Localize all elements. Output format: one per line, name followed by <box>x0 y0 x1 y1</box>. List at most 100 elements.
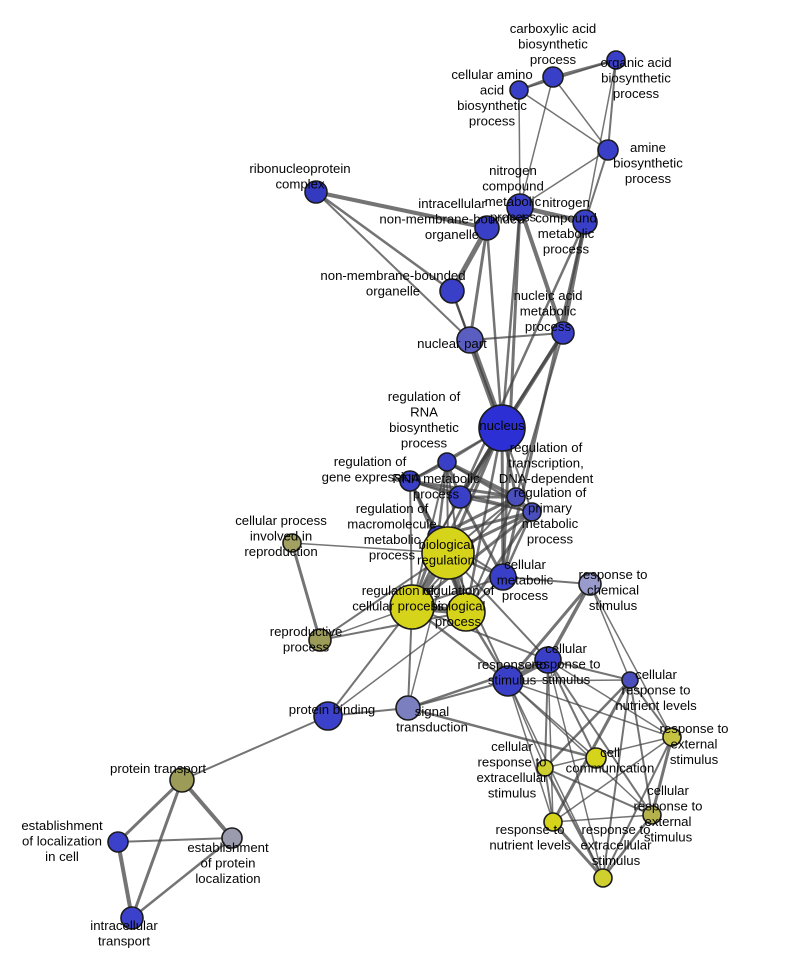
edge-protbind-regbio[interactable] <box>327 611 467 717</box>
edge-respext-respextra[interactable] <box>602 736 673 879</box>
node-regprim[interactable] <box>522 502 542 522</box>
edge-respstim-respext[interactable] <box>507 680 673 738</box>
node-estloc[interactable] <box>107 831 129 853</box>
edge-regrna-regmacro[interactable] <box>436 460 449 538</box>
edge-ribo-intranmbo[interactable] <box>314 190 489 230</box>
edge-regprim-regbio[interactable] <box>464 510 534 614</box>
edge-respchem-respext[interactable] <box>589 583 673 738</box>
node-cellrespextra[interactable] <box>536 759 554 777</box>
edge-respchem-cellrespnut[interactable] <box>589 583 631 681</box>
node-amine[interactable] <box>597 139 619 161</box>
edge-respstim-respnut[interactable] <box>507 680 554 823</box>
edge-cellrespnut-cellrespextra[interactable] <box>543 678 632 770</box>
edge-cellresp-respext[interactable] <box>547 659 673 738</box>
edge-signal-cellcomm[interactable] <box>406 706 598 760</box>
node-rnamet[interactable] <box>448 485 472 509</box>
node-bioreg[interactable] <box>421 526 475 580</box>
node-regrna[interactable] <box>437 452 457 472</box>
edge-prottrans-estloc[interactable] <box>116 778 184 844</box>
node-cellresp[interactable] <box>534 646 562 674</box>
edge-cellresp-respextra[interactable] <box>547 659 604 879</box>
edge-cellcomm-cellresp[interactable] <box>547 659 597 759</box>
node-cellrespext[interactable] <box>642 805 662 825</box>
edge-estloc-estprot[interactable] <box>117 837 233 843</box>
node-prottrans[interactable] <box>169 767 195 793</box>
node-carbox[interactable] <box>542 66 564 88</box>
node-nitro2[interactable] <box>572 209 598 235</box>
node-regbio[interactable] <box>446 592 486 632</box>
edge-nmbo-nucleus[interactable] <box>451 290 503 429</box>
node-respextra[interactable] <box>593 868 613 888</box>
node-nucleic[interactable] <box>551 321 575 345</box>
edge-cellrespnut-respext[interactable] <box>629 679 673 738</box>
edge-intranmbo-nucpart[interactable] <box>468 226 489 342</box>
edge-cellrespnut-cellrespext[interactable] <box>629 679 653 816</box>
edge-respext-cellrespext[interactable] <box>650 735 674 817</box>
edge-amine-nitro1[interactable] <box>519 149 609 208</box>
node-respstim[interactable] <box>492 665 524 697</box>
edge-amino-amine[interactable] <box>518 89 609 151</box>
node-regcell[interactable] <box>389 584 435 630</box>
node-intranmbo[interactable] <box>474 215 500 241</box>
edge-cellresp-regcell[interactable] <box>411 606 549 661</box>
node-respext[interactable] <box>662 727 682 747</box>
edge-carbox-amine[interactable] <box>552 76 609 151</box>
edge-cellresp-cellrespextra[interactable] <box>544 659 549 769</box>
node-nucpart[interactable] <box>456 326 484 354</box>
edge-respstim-respchem[interactable] <box>506 582 592 683</box>
edge-organic-amine[interactable] <box>607 59 617 151</box>
edge-repro-regbio[interactable] <box>319 611 467 641</box>
edge-nitro2-rnamet[interactable] <box>458 220 587 499</box>
edge-ribo-nmbo[interactable] <box>314 190 454 293</box>
edge-carbox-nitro1[interactable] <box>519 76 554 208</box>
edge-respstim-cellrespnut[interactable] <box>507 679 631 682</box>
edge-cellrespextra-respextra[interactable] <box>543 766 605 880</box>
node-cellmet[interactable] <box>489 563 517 591</box>
edge-respext-cellrespextra[interactable] <box>544 736 673 769</box>
node-reggene[interactable] <box>399 470 421 492</box>
edge-respstim-cellrespext[interactable] <box>507 680 653 816</box>
node-protbind[interactable] <box>313 701 343 731</box>
node-cellrespnut[interactable] <box>621 671 639 689</box>
edge-protbind-prottrans[interactable] <box>181 715 329 781</box>
edge-respnut-cellrespext[interactable] <box>552 814 653 823</box>
edge-organic-amino[interactable] <box>518 59 617 91</box>
edge-respextra-cellrespext[interactable] <box>601 813 654 880</box>
edge-cellrespextra-cellrespext[interactable] <box>544 767 653 816</box>
node-estprot[interactable] <box>221 827 243 849</box>
edge-cellrepro-repro[interactable] <box>290 541 322 642</box>
node-repro[interactable] <box>308 628 332 652</box>
edge-amino-nitro1[interactable] <box>518 89 521 208</box>
edge-nitro1-nucleic[interactable] <box>518 205 565 335</box>
edge-respext-respnut[interactable] <box>552 736 673 823</box>
edge-nucleus-regcell[interactable] <box>410 426 504 609</box>
edge-cellresp-respchem[interactable] <box>546 582 592 662</box>
node-nucleus[interactable] <box>478 404 526 452</box>
node-organic[interactable] <box>606 50 626 70</box>
edge-nucleic-nucpart[interactable] <box>469 332 564 341</box>
edge-ribo-nucpart[interactable] <box>315 191 471 341</box>
node-nmbo[interactable] <box>439 278 465 304</box>
node-cellcomm[interactable] <box>585 747 607 769</box>
edge-cellresp-cellrespnut[interactable] <box>547 659 631 681</box>
node-regtrans[interactable] <box>506 487 526 507</box>
node-signal[interactable] <box>395 695 421 721</box>
node-amino[interactable] <box>509 80 529 100</box>
edge-intranmbo-nucleus[interactable] <box>485 226 504 430</box>
edge-protbind-regcell[interactable] <box>327 606 413 717</box>
edge-nitro1-cellmet[interactable] <box>501 205 522 579</box>
edge-cellresp-respnut[interactable] <box>547 659 554 823</box>
edge-estprot-intratrans[interactable] <box>130 836 234 920</box>
node-ribo[interactable] <box>304 180 328 204</box>
edge-cellrespnut-respextra[interactable] <box>602 679 631 879</box>
edge-rnamet-regprim[interactable] <box>459 496 533 513</box>
edge-organic-nitro2[interactable] <box>584 59 617 223</box>
edge-prottrans-intratrans[interactable] <box>130 778 184 920</box>
edge-cellresp-signal[interactable] <box>406 658 550 710</box>
node-nitro1[interactable] <box>506 193 534 221</box>
node-respnut[interactable] <box>543 812 563 832</box>
edge-cellmet-respchem[interactable] <box>502 576 591 585</box>
node-cellrepro[interactable] <box>282 533 302 553</box>
edge-respstim-respextra[interactable] <box>507 680 604 879</box>
